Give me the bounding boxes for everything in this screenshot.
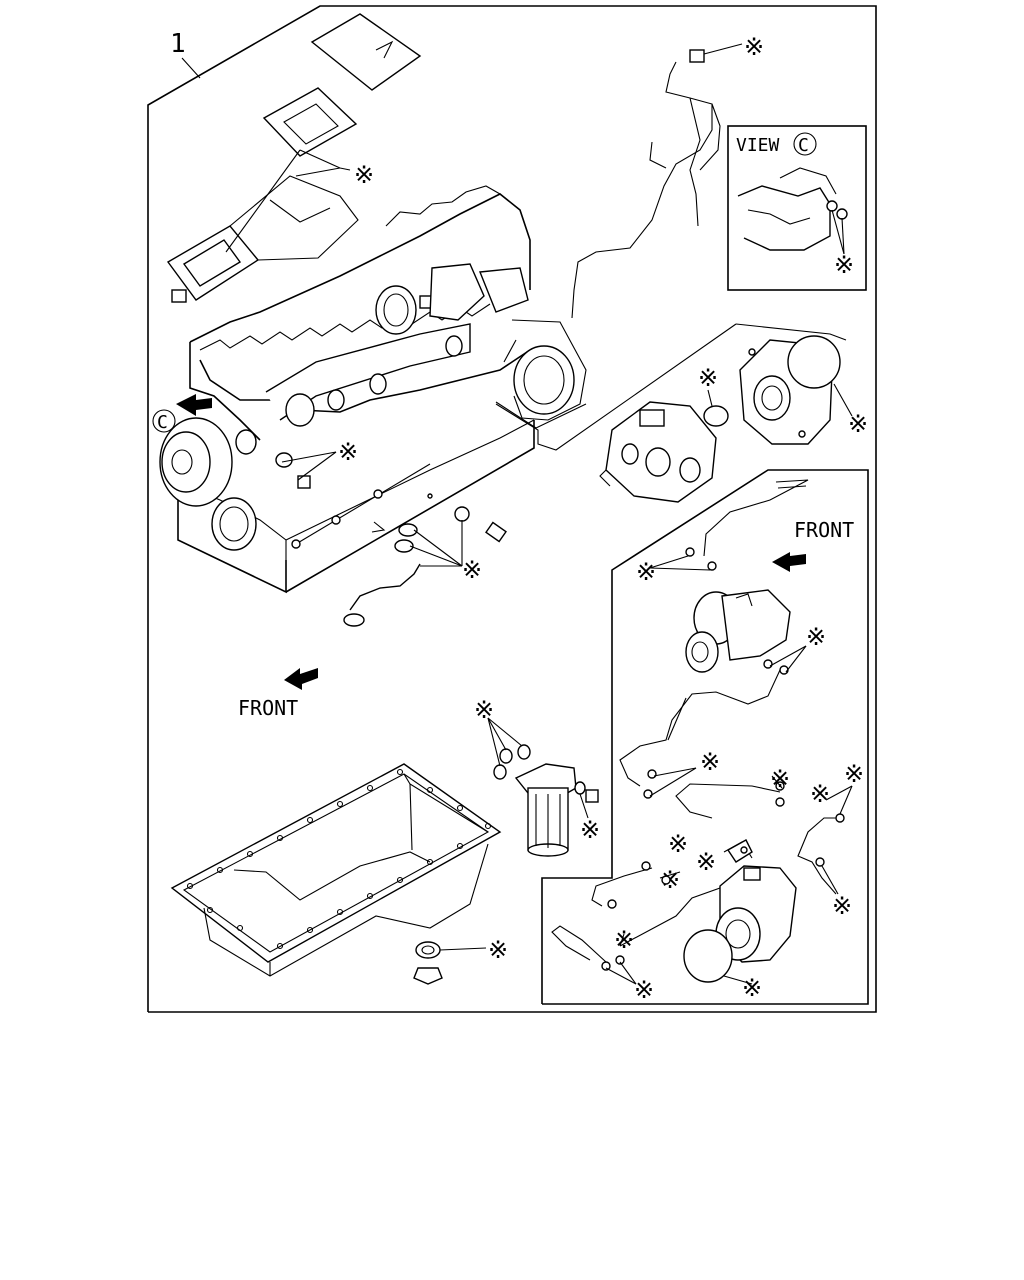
supply-pump-part [599,401,717,503]
engine-block-part [159,185,587,627]
marker-symbol: ※ [668,830,688,858]
marker-symbol: ※ [844,760,864,788]
cover-plate-part [310,13,422,91]
view-letter-inset: C [798,135,809,156]
front-arrow-left [284,668,318,690]
turbocharger-part [685,589,807,675]
marker-symbol: ※ [744,33,764,61]
marker-symbol: ※ [696,848,716,876]
front-label-right: FRONT [794,518,854,542]
turbo-oil-return-pipe [619,669,781,799]
oil-filter-part [487,717,599,857]
marker-symbol: ※ [634,976,654,1004]
gasket-leader-lines [225,149,351,253]
marker-symbol: ※ [338,438,358,466]
vacuum-pump-part [715,839,797,963]
pump-oring [703,389,729,427]
oil-pipe-seals [394,506,470,567]
drain-plug-part [413,941,487,985]
marker-symbol: ※ [354,161,374,189]
marker-symbol: ※ [614,926,634,954]
vacuum-pump-oring [683,929,753,985]
marker-symbol: ※ [770,765,790,793]
marker-symbol: ※ [700,748,720,776]
marker-symbol: ※ [698,364,718,392]
view-letter-engine: C [157,412,168,433]
marker-symbol: ※ [806,623,826,651]
turbo-subframe [541,469,869,1005]
marker-symbol: ※ [636,558,656,586]
intake-manifold-part [166,175,359,303]
marker-symbol: ※ [488,936,508,964]
marker-symbol: ※ [474,696,494,724]
marker-symbol: ※ [834,251,854,279]
callout-number: 1 [170,29,186,59]
marker-symbol: ※ [742,974,762,1002]
bracket-oring [787,335,853,417]
callout-1: 1 [170,29,201,79]
oil-pan-part [170,763,502,977]
water-outlet-seals [235,429,337,489]
view-title: VIEW [736,135,780,156]
marker-symbol: ※ [462,556,482,584]
front-label-left: FRONT [238,696,298,720]
marker-symbol: ※ [848,410,868,438]
supply-pump-frame [495,323,847,451]
fuel-return-pipe-part [571,43,743,319]
vacuum-pipe-right [797,785,853,895]
view-c-arrow: C [152,394,212,433]
outer-kit-frame [147,5,877,1013]
marker-symbol: ※ [832,892,852,920]
marker-symbol: ※ [810,780,830,808]
front-arrow-right [772,552,806,572]
marker-symbol: ※ [580,816,600,844]
turbo-oil-feed-pipe [649,479,809,571]
view-c-inset: VIEW C [727,125,867,291]
vacuum-pump-pipes [551,861,721,985]
cover-gasket-part [262,87,358,157]
banjo-pipe-part [675,775,785,819]
